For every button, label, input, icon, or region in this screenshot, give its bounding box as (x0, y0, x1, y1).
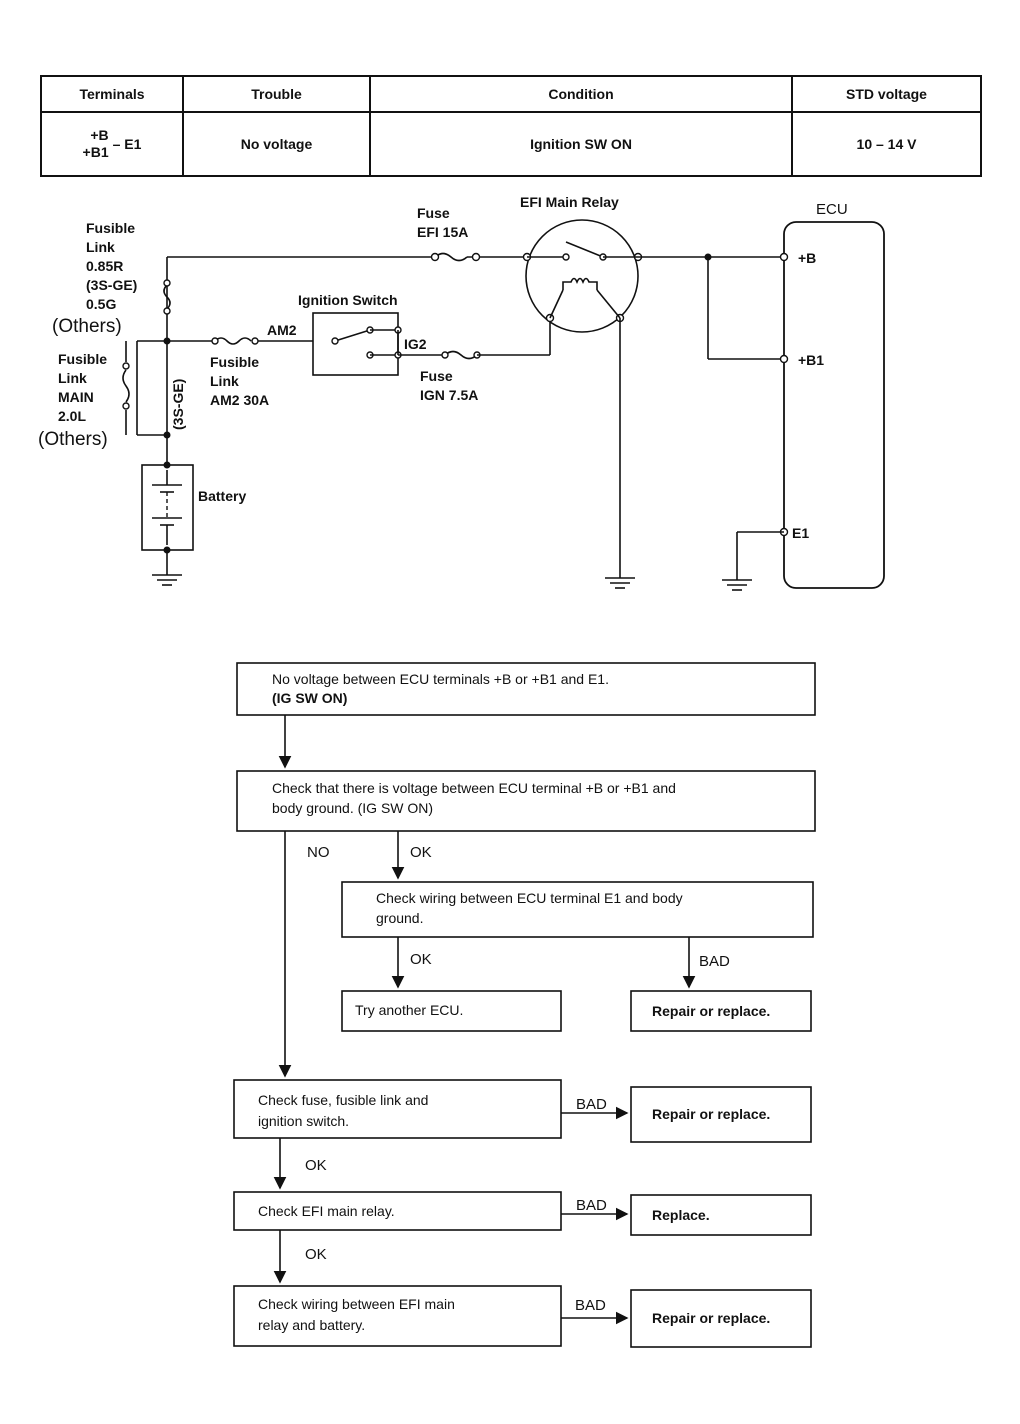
am2-label: AM2 (267, 322, 297, 338)
flow-ok-label-3: OK (305, 1157, 327, 1174)
fuse-ign-label-1: Fuse (420, 368, 453, 384)
flow-box-repair-2-text: Repair or replace. (652, 1106, 770, 1122)
flow-box-check-relay-wiring-line-1: Check wiring between EFI main (258, 1296, 455, 1312)
cell-trouble: No voltage (182, 111, 371, 177)
ecu-box (783, 221, 885, 589)
header-trouble: Trouble (182, 75, 371, 113)
junction-node (163, 337, 171, 345)
ig2-label: IG2 (404, 336, 427, 352)
fusible-link-main-label-5: (Others) (38, 429, 108, 450)
fusible-link-top-label-1: Fusible (86, 220, 135, 236)
flow-box-repair-3 (630, 1289, 812, 1348)
flow-box-check-e1-wiring-line-1: Check wiring between ECU terminal E1 and… (376, 890, 683, 906)
flow-ok-label-2: OK (410, 951, 432, 968)
flow-box-check-relay-wiring (233, 1285, 562, 1347)
flow-box-check-voltage-line-1: Check that there is voltage between ECU … (272, 780, 676, 796)
flow-box-no-voltage (236, 662, 816, 716)
fuse-ign-label-2: IGN 7.5A (420, 387, 478, 403)
flow-box-check-fuse (233, 1079, 562, 1139)
terminal-plus-b1: +B1 (82, 144, 109, 160)
fuse-efi-label-1: Fuse (417, 205, 450, 221)
flow-box-repair-3-text: Repair or replace. (652, 1310, 770, 1326)
ignition-switch-label: Ignition Switch (298, 292, 398, 308)
header-condition: Condition (369, 75, 793, 113)
fusible-link-am2-label-2: Link (210, 373, 239, 389)
flow-ok-label-1: OK (410, 844, 432, 861)
flow-box-check-e1-wiring-line-2: ground. (376, 910, 423, 926)
fuse-efi-label-2: EFI 15A (417, 224, 468, 240)
flow-ok-label-4: OK (305, 1246, 327, 1263)
terminal-e1: – E1 (112, 136, 142, 152)
flow-box-check-voltage (236, 770, 816, 832)
table-row: +B+B1– E1 No voltage Ignition SW ON 10 –… (40, 111, 982, 177)
terminal-plus-b1-label: +B1 (798, 352, 824, 368)
flow-box-try-ecu-text: Try another ECU. (355, 1002, 463, 1018)
fusible-link-top-label-6: (Others) (52, 316, 122, 337)
fusible-link-main-label-3: MAIN (58, 389, 94, 405)
flow-box-no-voltage-line-2: (IG SW ON) (272, 690, 347, 706)
flow-box-check-e1-wiring (341, 881, 814, 938)
fusible-link-top-label-4: (3S-GE) (86, 277, 137, 293)
fusible-link-top-label-3: 0.85R (86, 258, 123, 274)
fusible-link-main-label-1: Fusible (58, 351, 107, 367)
ecu-label: ECU (816, 201, 848, 218)
flow-box-repair-1 (630, 990, 812, 1032)
flow-box-replace-text: Replace. (652, 1207, 710, 1223)
fusible-link-top-label-2: Link (86, 239, 115, 255)
troubleshooting-flowchart: No voltage between ECU terminals +B or +… (233, 662, 816, 1348)
flow-bad-label-1: BAD (699, 953, 730, 970)
flow-box-repair-2 (630, 1086, 812, 1143)
fusible-link-am2-symbol (214, 337, 252, 345)
cell-std-voltage: 10 – 14 V (791, 111, 982, 177)
flow-box-check-relay (233, 1191, 562, 1231)
cell-condition: Ignition SW ON (369, 111, 793, 177)
fusible-link-main-label-2: Link (58, 370, 87, 386)
flow-box-check-relay-wiring-line-2: relay and battery. (258, 1317, 365, 1333)
flow-box-check-fuse-line-2: ignition switch. (258, 1113, 349, 1129)
header-std-voltage: STD voltage (791, 75, 982, 113)
fuse-efi-symbol (434, 252, 468, 262)
flow-bad-label-2: BAD (576, 1096, 607, 1113)
efi-main-relay-label: EFI Main Relay (520, 194, 619, 210)
terminal-plus-b-label: +B (798, 250, 816, 266)
flow-bad-label-4: BAD (575, 1297, 606, 1314)
flow-box-check-fuse-line-1: Check fuse, fusible link and (258, 1092, 428, 1108)
cell-terminals: +B+B1– E1 (40, 111, 184, 177)
flow-box-no-voltage-line-1: No voltage between ECU terminals +B or +… (272, 671, 609, 687)
flow-box-try-ecu (341, 990, 562, 1032)
flow-box-replace (630, 1194, 812, 1236)
fusible-link-am2-label-1: Fusible (210, 354, 259, 370)
relay-coil-symbol (562, 277, 598, 290)
fusible-link-top-label-5: 0.5G (86, 296, 116, 312)
flow-box-check-voltage-line-2: body ground. (IG SW ON) (272, 800, 433, 816)
battery-label: Battery (198, 488, 246, 504)
flow-box-repair-1-text: Repair or replace. (652, 1003, 770, 1019)
flow-bad-label-3: BAD (576, 1197, 607, 1214)
vertical-3sge-label: (3S-GE) (170, 379, 186, 430)
fusible-link-am2-label-3: AM2 30A (210, 392, 269, 408)
efi-main-relay-circle (525, 219, 639, 333)
flow-no-label: NO (307, 844, 330, 861)
fusible-link-top-symbol (163, 284, 171, 310)
header-terminals: Terminals (40, 75, 184, 113)
terminal-plus-b: +B (90, 127, 109, 143)
terminal-e1-label: E1 (792, 525, 809, 541)
table-header-row: Terminals Trouble Condition STD voltage (40, 75, 982, 113)
flow-box-check-relay-text: Check EFI main relay. (258, 1203, 395, 1219)
fusible-link-main-symbol (122, 369, 130, 403)
spec-table: Terminals Trouble Condition STD voltage … (40, 75, 982, 177)
fuse-ign-symbol (444, 350, 478, 360)
ignition-switch-box (312, 312, 399, 376)
fusible-link-main-label-4: 2.0L (58, 408, 86, 424)
circuit-diagram: Fusible Link 0.85R (3S-GE) 0.5G (Others)… (38, 194, 885, 591)
